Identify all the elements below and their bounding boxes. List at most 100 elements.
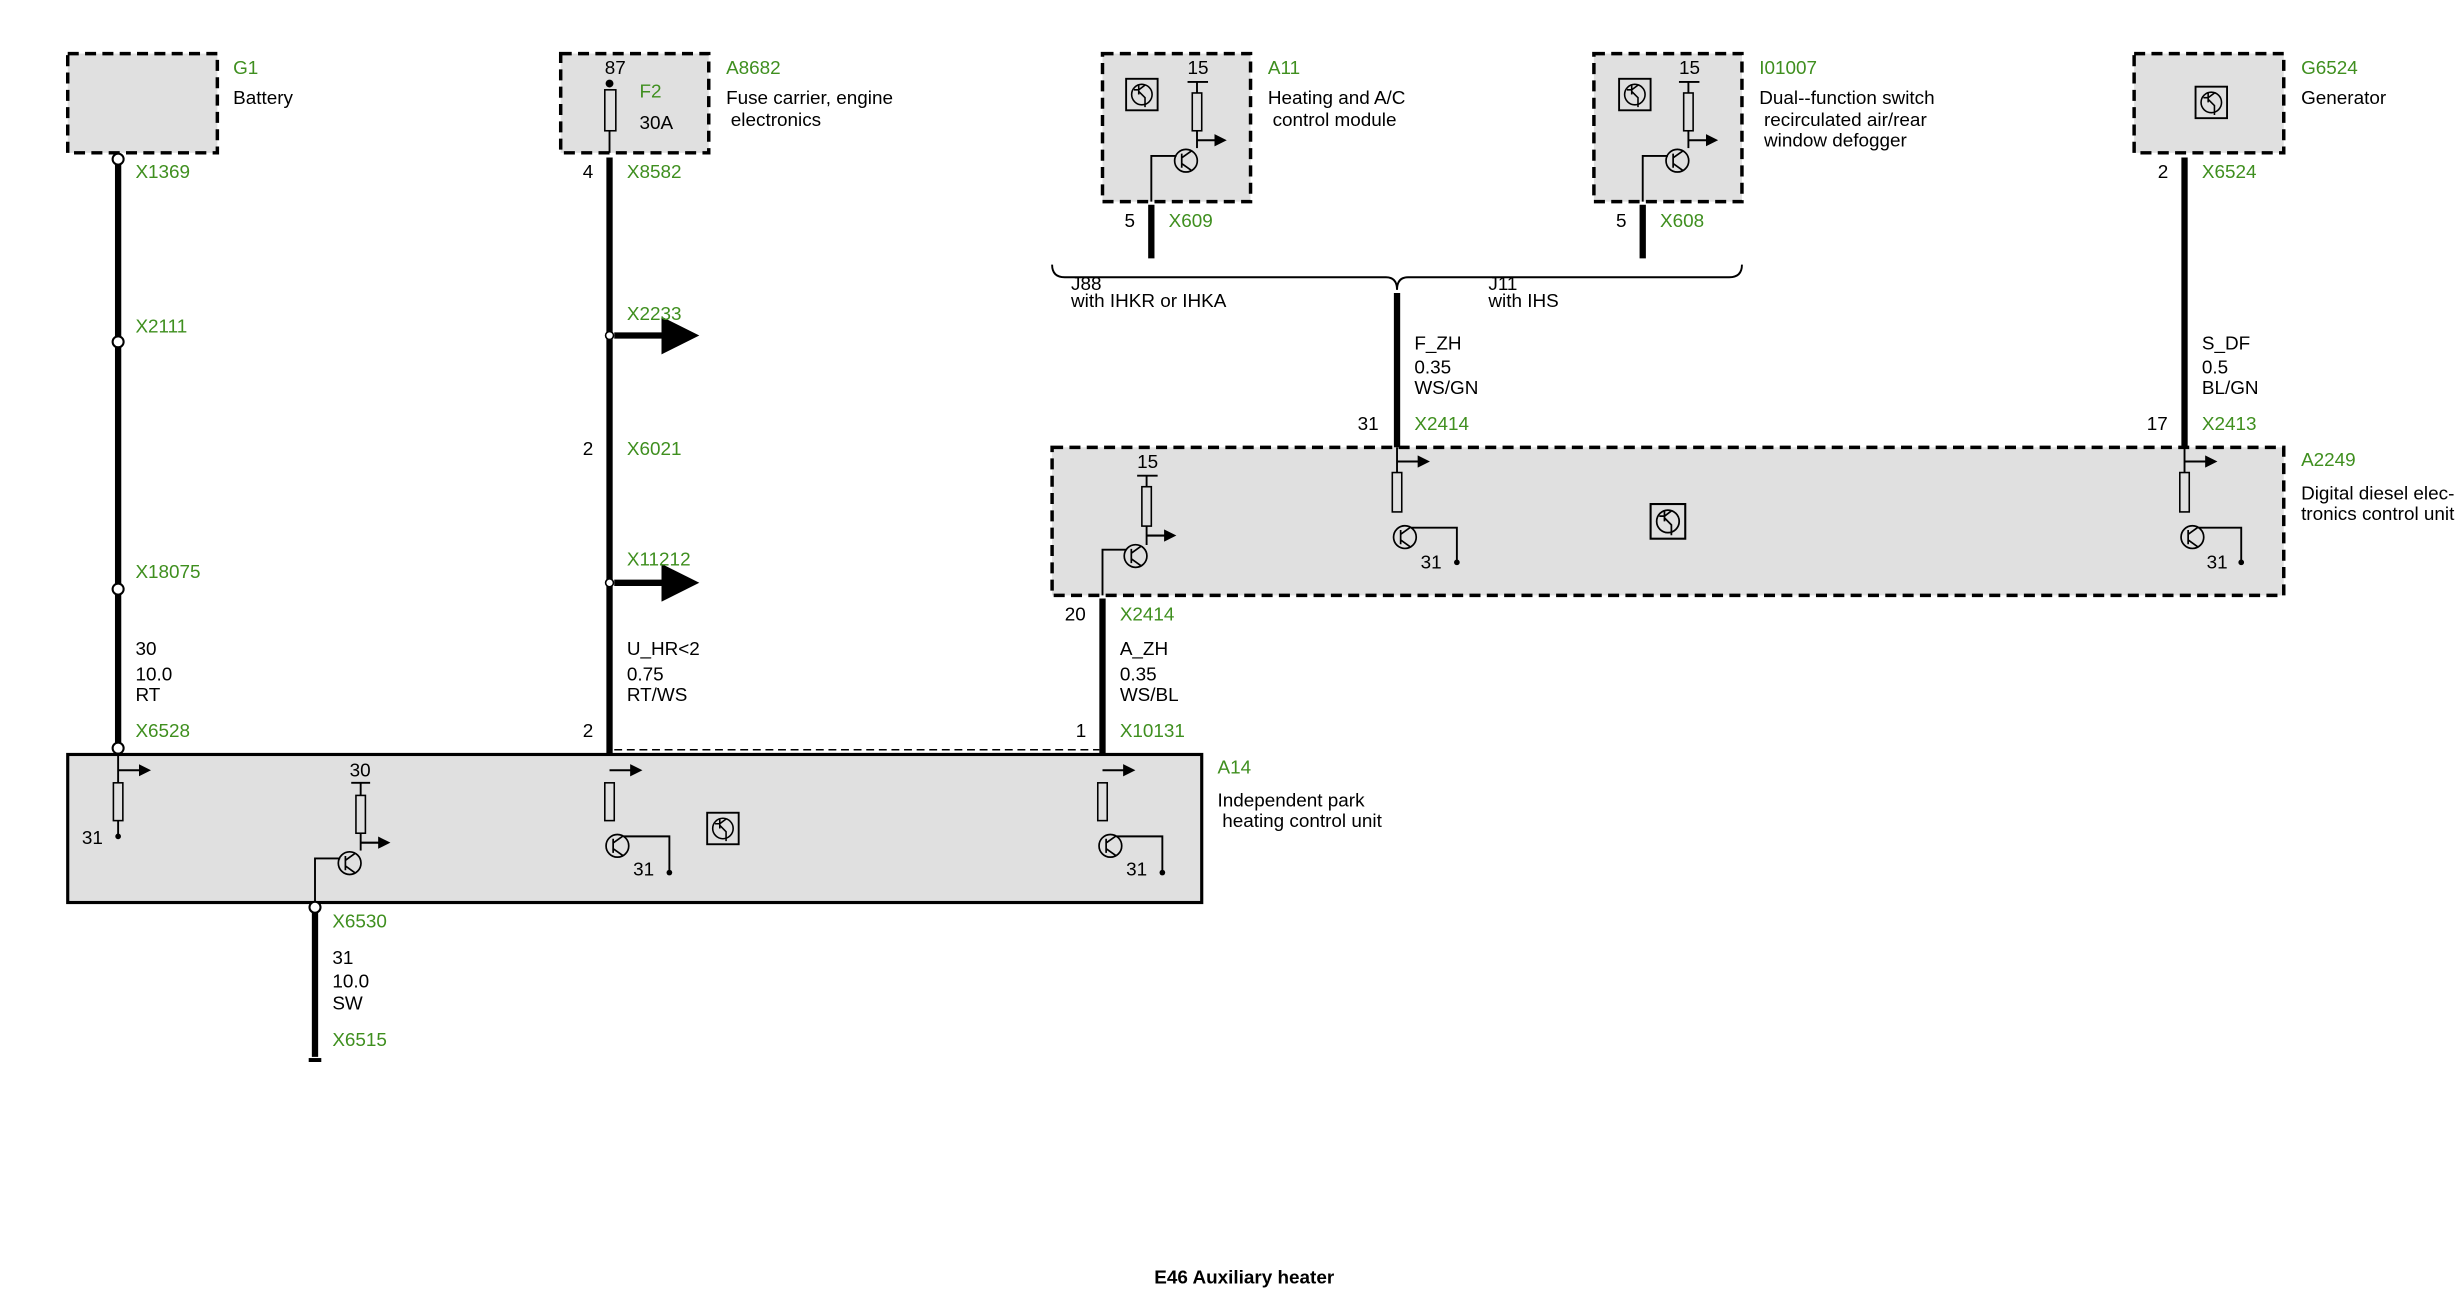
connector-label: X2111: [135, 316, 187, 337]
variant-desc: with IHS: [1487, 291, 1558, 312]
variant-code: J88: [1071, 274, 1101, 295]
connector-label: X11212: [627, 549, 691, 570]
wire-color: SW: [332, 994, 363, 1015]
variant-desc: with IHKR or IHKA: [1070, 291, 1227, 312]
ground-label: 31: [82, 828, 103, 849]
ecu-icon: [2194, 85, 2228, 120]
connector-label: X6021: [627, 439, 682, 460]
wire-signal: 31: [332, 948, 353, 969]
ground-label: 31: [633, 860, 654, 881]
pin-label: 20: [1065, 605, 1086, 626]
component-a14-park-heater[interactable]: A14 Independent park heating control uni…: [66, 752, 1383, 905]
s-df-wire[interactable]: 2 X6524 S_DF 0.5 BL/GN 17 X2413: [2147, 157, 2259, 448]
u-hr-wire[interactable]: 4 X8582 X2233 2 X6021 X11212 U_HR<2 0.75…: [583, 157, 700, 755]
connector-label: X608: [1660, 211, 1704, 232]
component-name: tronics control unit: [2301, 504, 2455, 525]
pin-label: 30: [350, 761, 371, 782]
connector-x6528[interactable]: [111, 741, 125, 755]
pin-label: 4: [583, 162, 594, 183]
component-id: A2249: [2301, 450, 2356, 471]
connector-label: X6528: [135, 721, 190, 742]
wire-color: RT/WS: [627, 685, 688, 706]
wire-signal: U_HR<2: [627, 639, 700, 660]
connector-label: X10131: [1120, 721, 1185, 742]
connector-label: X2414: [1414, 414, 1469, 435]
component-name: window defogger: [1763, 131, 1907, 152]
ecu-icon: [1618, 77, 1652, 112]
connector-label: X6530: [332, 912, 387, 933]
component-name: Independent park: [1217, 790, 1365, 811]
ecu-icon: [706, 811, 740, 846]
a-zh-wire[interactable]: 20 X2414 A_ZH 0.35 WS/BL 1 X10131: [1065, 598, 1185, 755]
connector-label: X1369: [135, 162, 190, 183]
connector-label: X609: [1169, 211, 1213, 232]
connector-x6530[interactable]: [308, 900, 322, 914]
ground-label: 31: [2207, 553, 2228, 574]
component-name: control module: [1273, 110, 1397, 131]
component-name: heating control unit: [1222, 811, 1382, 832]
component-name: Fuse carrier, engine: [726, 88, 893, 109]
wire-color: WS/GN: [1414, 378, 1478, 399]
wire-size: 10.0: [332, 972, 369, 993]
component-a8682-fuse-carrier[interactable]: 87 F2 30A A8682 Fuse carrier, engine ele…: [558, 51, 893, 155]
component-name: electronics: [731, 110, 821, 131]
component-id: A8682: [726, 58, 781, 79]
component-name: Digital diesel elec-: [2301, 483, 2454, 504]
wire-size: 0.75: [627, 664, 664, 685]
ground-wire[interactable]: X6530 31 10.0 SW X6515: [308, 900, 387, 1062]
component-name: recirculated air/rear: [1764, 110, 1927, 131]
wire-signal: F_ZH: [1414, 334, 1461, 355]
fuse-rating: 30A: [639, 113, 673, 134]
pin-label: 31: [1358, 414, 1379, 435]
ground-label: 31: [1421, 553, 1442, 574]
wire-size: 0.35: [1414, 357, 1451, 378]
connector-label: X2233: [627, 304, 682, 325]
wire-size: 0.5: [2202, 357, 2228, 378]
component-id: A14: [1217, 757, 1251, 778]
connector-label: X2414: [1120, 605, 1175, 626]
wire-color: WS/BL: [1120, 685, 1179, 706]
connector-x2111[interactable]: [111, 335, 125, 349]
pin-label: 2: [583, 721, 594, 742]
variant-brace: J88 with IHKR or IHKA J11 with IHS: [1051, 264, 1743, 312]
pin-label: 5: [1125, 211, 1136, 232]
pin-label: 15: [1188, 58, 1209, 79]
component-name: Battery: [233, 88, 293, 109]
component-id: A11: [1268, 58, 1300, 79]
wire-signal: S_DF: [2202, 334, 2250, 355]
connector-label: X8582: [627, 162, 682, 183]
battery-wire[interactable]: X1369 X2111 X18075 30 10.0 RT X6528: [111, 152, 201, 755]
diagram-title: E46 Auxiliary heater: [1154, 1268, 1335, 1289]
wire-color: RT: [135, 685, 160, 706]
pin-label: 15: [1679, 58, 1700, 79]
component-g6524-generator[interactable]: G6524 Generator: [2132, 51, 2386, 155]
pin-label: 5: [1616, 211, 1627, 232]
component-name: Heating and A/C: [1268, 88, 1406, 109]
pin-label: 87: [605, 58, 626, 79]
connector-x18075[interactable]: [111, 582, 125, 596]
variant-code: J11: [1488, 274, 1517, 295]
component-name: Generator: [2301, 88, 2386, 109]
component-i01007-dual-switch[interactable]: 15 I01007 Dual--function switch recircul…: [1592, 51, 1935, 259]
wire-signal: A_ZH: [1120, 639, 1168, 660]
component-id: G1: [233, 58, 258, 79]
component-g1-battery[interactable]: G1 Battery: [65, 51, 294, 155]
fuse-icon: [604, 89, 617, 132]
component-name: Dual--function switch: [1759, 88, 1934, 109]
ecu-icon: [1649, 503, 1687, 540]
component-a11-hvac-module[interactable]: 15 A11 Heating and A/C control module 5 …: [1100, 51, 1406, 259]
connector-label: X2413: [2202, 414, 2257, 435]
pin-label: 2: [583, 439, 594, 460]
f-zh-wire[interactable]: F_ZH 0.35 WS/GN 31 X2414: [1358, 292, 1479, 448]
component-id: G6524: [2301, 58, 2358, 79]
wire-size: 10.0: [135, 664, 172, 685]
wire-signal: 30: [135, 639, 156, 660]
connector-label: X6524: [2202, 162, 2257, 183]
component-a2249-dde[interactable]: A2249 Digital diesel elec- tronics contr…: [1050, 445, 2455, 598]
pin-label: 2: [2158, 162, 2169, 183]
connector-x1369[interactable]: [111, 152, 125, 166]
pin-label: 15: [1137, 452, 1158, 473]
ecu-icon: [1125, 77, 1159, 112]
wire-size: 0.35: [1120, 664, 1157, 685]
